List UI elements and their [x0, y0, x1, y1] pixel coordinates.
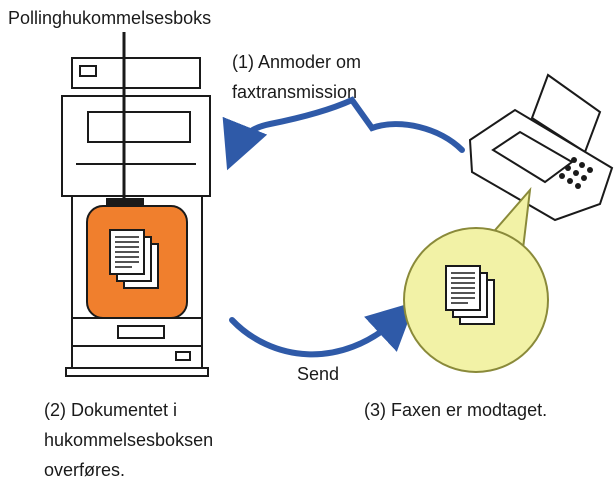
- send-label: Send: [297, 364, 340, 384]
- received-document-stack-icon: [445, 265, 495, 325]
- document-stack-icon: [109, 229, 159, 289]
- polling-box-label: Pollinghukommelsesboks: [8, 8, 212, 28]
- transfer-label-line3: overføres.: [44, 460, 126, 480]
- transfer-label-line2: hukommelsesboksen: [44, 430, 214, 450]
- received-document-bubble: [403, 186, 549, 373]
- send-arrow: [229, 301, 416, 358]
- request-label-line1: (1) Anmoder om: [232, 52, 362, 72]
- transfer-label-line1: (2) Dokumentet i: [44, 400, 178, 420]
- request-arrow: [222, 96, 465, 171]
- received-label: (3) Faxen er modtaget.: [364, 400, 548, 420]
- request-label-line2: faxtransmission: [232, 82, 358, 102]
- fax-machine-icon: [468, 73, 614, 222]
